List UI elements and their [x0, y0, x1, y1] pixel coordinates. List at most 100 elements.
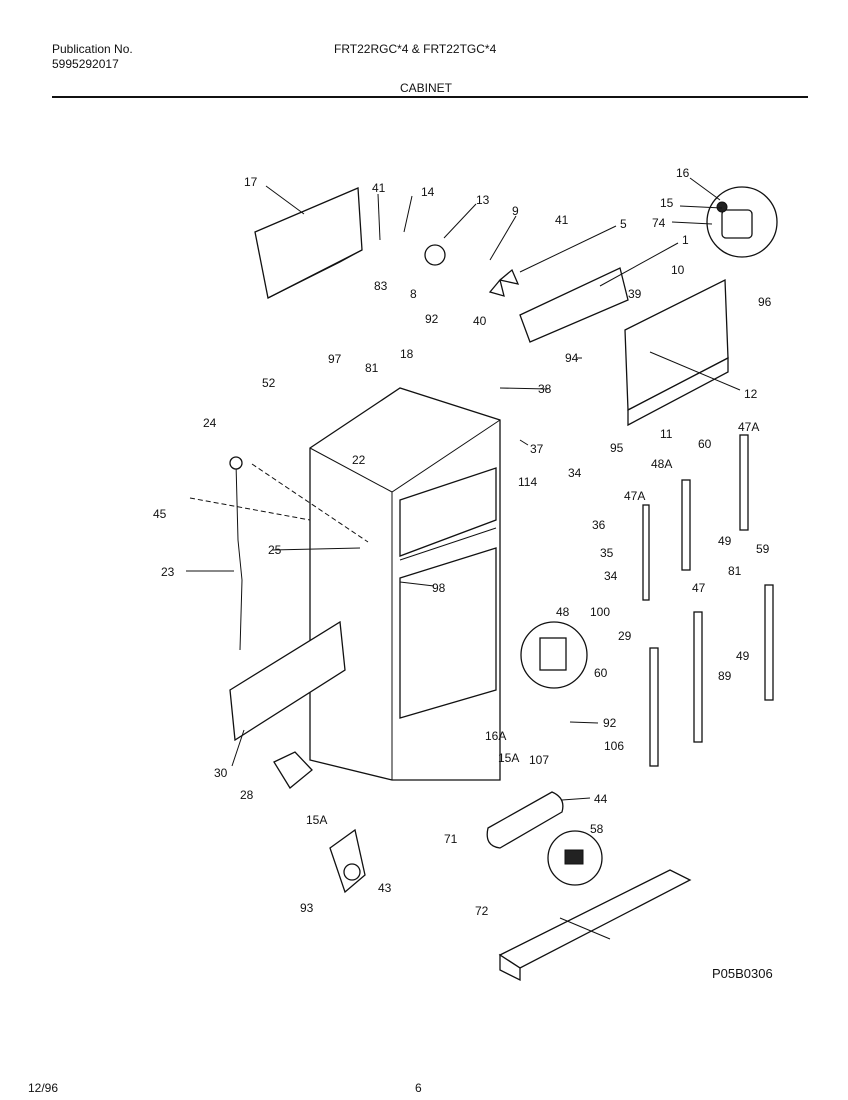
callout-41-right: 41: [555, 213, 569, 227]
leader-12: [649, 351, 741, 391]
rear-panel: [254, 187, 363, 299]
callout-47a-left: 47A: [624, 489, 645, 503]
callout-52: 52: [262, 376, 276, 390]
hinge-bracket: [539, 637, 567, 671]
callout-labels: 17 41 14 13 9 41 5 16 15 74 83 8 1 10 39…: [153, 166, 772, 918]
callout-8: 8: [410, 287, 417, 301]
publication-label: Publication No.: [52, 42, 133, 56]
trim-strip-47-center: [649, 647, 659, 767]
callout-36: 36: [592, 518, 606, 532]
callout-74: 74: [652, 216, 666, 230]
model-numbers: FRT22RGC*4 & FRT22TGC*4: [334, 42, 497, 56]
callout-15a-top: 107: [529, 753, 549, 767]
callout-92-top: 92: [425, 312, 439, 326]
fresh-food-opening: [399, 547, 497, 719]
callout-92-bottom: 106: [604, 739, 624, 753]
callout-95: 95: [610, 441, 624, 455]
callout-89: 30: [214, 766, 228, 780]
callout-49-bottom: 89: [718, 669, 732, 683]
callout-48a: 48A: [651, 457, 672, 471]
leader-25: [271, 547, 361, 551]
cabinet-parts-drawing: [186, 177, 778, 982]
callout-16: 16: [676, 166, 690, 180]
callout-39: 39: [628, 287, 642, 301]
callout-28: 15A: [306, 813, 327, 827]
evaporator-cover: [519, 267, 629, 343]
leader-16: [689, 177, 721, 201]
callout-98: 98: [432, 581, 446, 595]
leader-38: [499, 387, 549, 390]
callout-41-top: 41: [372, 181, 386, 195]
tube-fitting: [229, 456, 243, 470]
leader-72: [559, 917, 611, 940]
callout-93: 72: [475, 904, 489, 918]
leader-74: [671, 221, 713, 225]
callout-40: 40: [473, 314, 487, 328]
callout-106: 16A: [485, 729, 506, 743]
divider-mullion: [399, 527, 497, 561]
leader-98: [399, 581, 435, 587]
callout-30: 92: [603, 716, 617, 730]
rear-panel-bracket: [267, 249, 363, 299]
callout-43: 93: [300, 901, 314, 915]
callout-47-right: 59: [756, 542, 770, 556]
trim-strip-47a-lower: [642, 504, 650, 601]
callout-29: 60: [594, 666, 608, 680]
trim-strip-47-right: [764, 584, 774, 701]
leader-107: [561, 797, 591, 801]
footer-date: 12/96: [28, 1081, 59, 1095]
hinge-roller: [343, 863, 361, 881]
callout-10: 10: [671, 263, 685, 277]
trim-strip-47a-upper: [739, 434, 749, 531]
toe-cover: [486, 791, 564, 849]
callout-23: 23: [161, 565, 175, 579]
callout-49-top: 49: [718, 534, 732, 548]
leader-9: [489, 215, 517, 261]
callout-60-right: 49: [736, 649, 750, 663]
callout-25: 25: [268, 543, 282, 557]
leader-41: [377, 193, 381, 241]
leader-5: [519, 225, 617, 273]
leader-13: [443, 203, 477, 239]
header-rule: [52, 96, 808, 98]
mounting-bracket: [273, 751, 313, 789]
callout-47a-top: 47A: [738, 420, 759, 434]
callout-35: 35: [600, 546, 614, 560]
callout-13: 13: [476, 193, 490, 207]
screw-alignment-line: [189, 497, 311, 521]
grille-end-cap: [499, 953, 521, 982]
drawing-code: P05B0306: [712, 966, 773, 981]
leader-89: [231, 729, 245, 767]
leader-37: [519, 439, 529, 446]
freezer-opening: [399, 467, 497, 557]
callout-34-top: 34: [568, 466, 582, 480]
callout-83: 83: [374, 279, 388, 293]
callout-9: 9: [512, 204, 519, 218]
callout-15a-bottom: 71: [444, 832, 458, 846]
callout-1: 1: [682, 233, 689, 247]
light-shield: [721, 209, 753, 239]
callout-14: 14: [421, 185, 435, 199]
leader-17: [265, 185, 305, 215]
leader-1: [599, 242, 679, 287]
callout-97: 97: [328, 352, 342, 366]
callout-94: 94: [565, 351, 579, 365]
lower-hinge: [329, 828, 366, 894]
section-title: CABINET: [400, 81, 453, 95]
callout-15: 15: [660, 196, 674, 210]
callout-18: 18: [400, 347, 414, 361]
callout-12: 12: [744, 387, 758, 401]
callout-34-bottom: 34: [604, 569, 618, 583]
callout-59: 48: [556, 605, 570, 619]
tube-alignment-line: [251, 463, 369, 543]
callout-17: 17: [244, 175, 258, 189]
drain-tube: [235, 462, 243, 651]
callout-22: 22: [352, 453, 366, 467]
callout-58: 43: [378, 881, 392, 895]
callout-16a: 15A: [498, 751, 519, 765]
callout-60-top: 60: [698, 437, 712, 451]
publication-number: 5995292017: [52, 57, 119, 71]
callout-47-center: 29: [618, 629, 632, 643]
trim-strip-48a: [681, 479, 691, 571]
